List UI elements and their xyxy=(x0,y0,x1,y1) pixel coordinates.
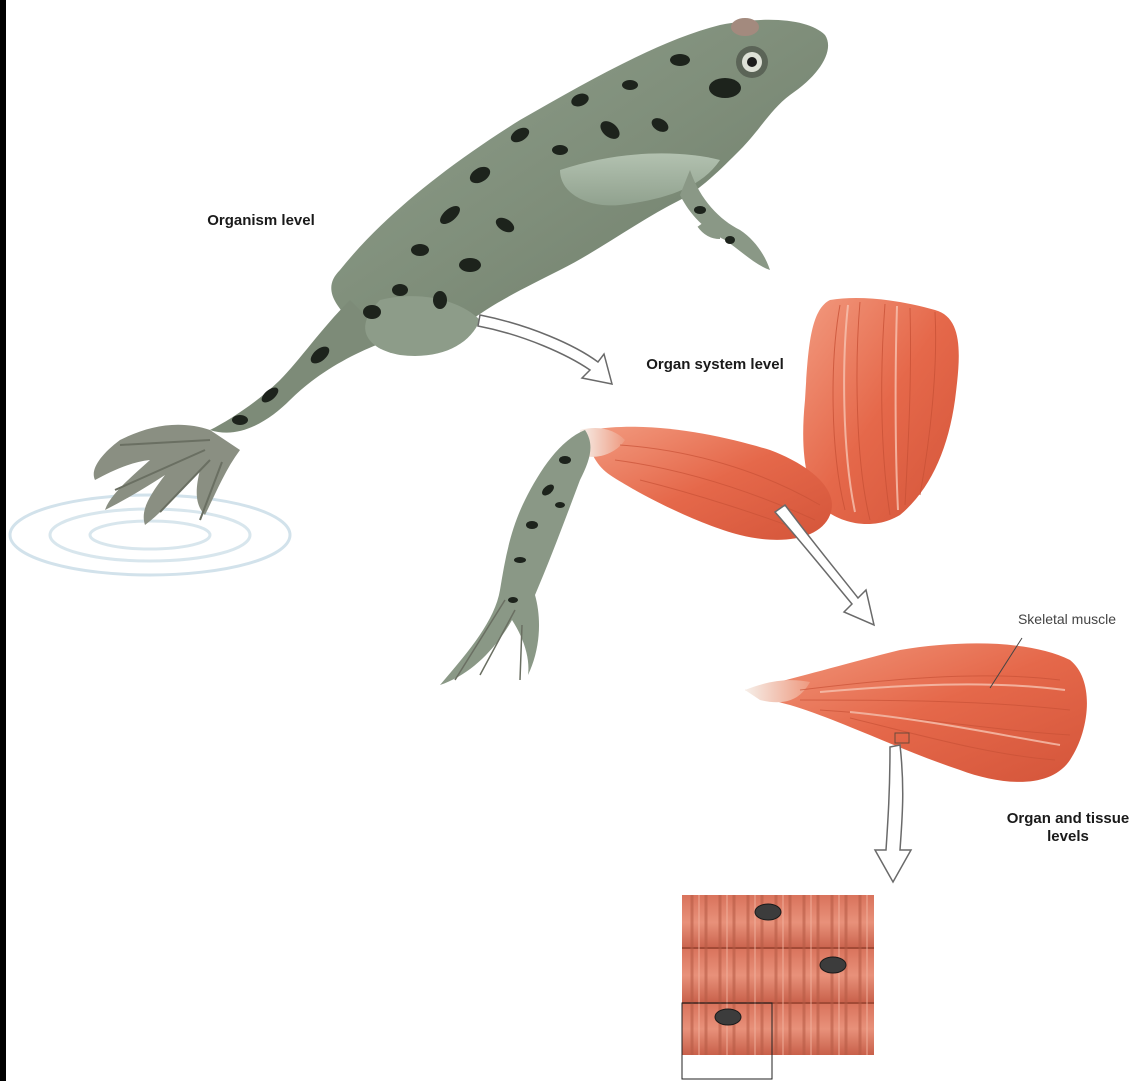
skeletal-muscle-illustration xyxy=(745,638,1087,782)
skeletal-muscle-label: Skeletal muscle xyxy=(1012,611,1122,628)
nucleus xyxy=(820,957,846,973)
nucleus xyxy=(755,904,781,920)
muscle-tissue-illustration xyxy=(682,895,874,1079)
nucleus xyxy=(715,1009,741,1025)
arrow-organ-to-tissue xyxy=(875,745,911,882)
arrow-organism-to-organ-system xyxy=(478,315,612,384)
organism-level-label: Organism level xyxy=(206,212,316,230)
organ-system-level-label: Organ system level xyxy=(632,356,798,374)
organ-tissue-levels-label: Organ and tissue levels xyxy=(1003,810,1133,846)
